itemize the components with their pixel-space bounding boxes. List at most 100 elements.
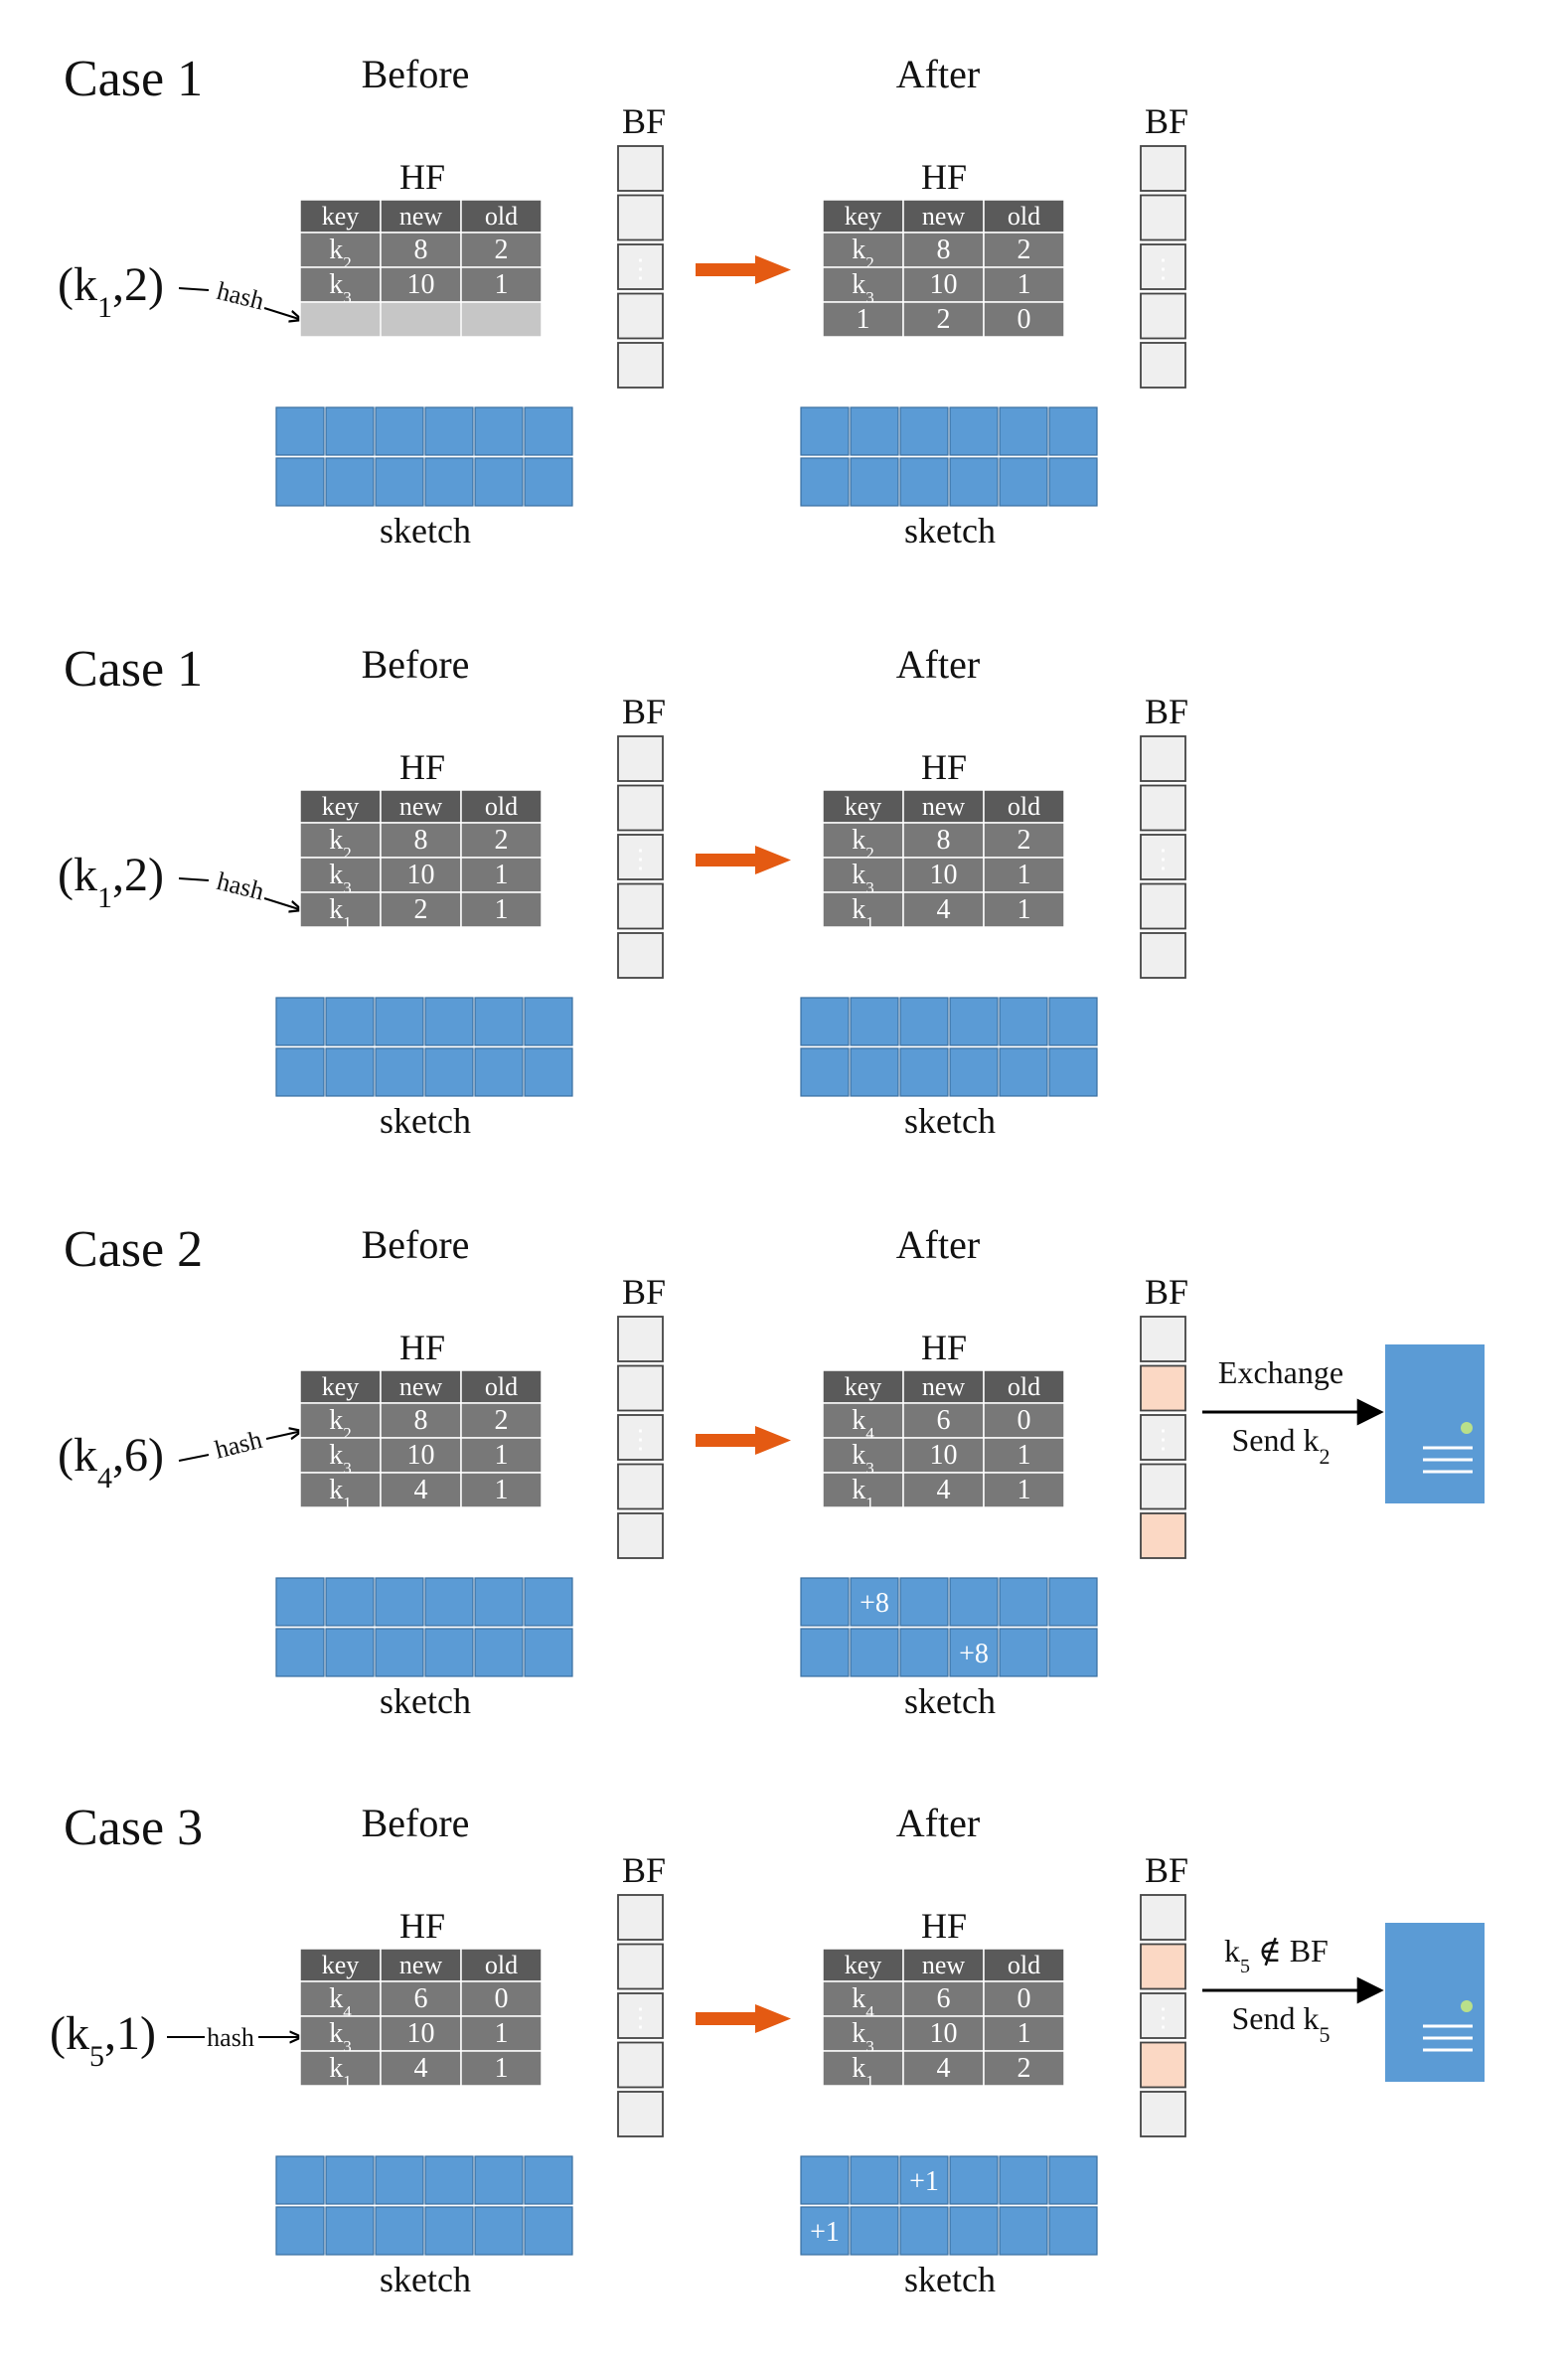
table-cell-key: k3 — [852, 860, 874, 897]
table-header-cell — [983, 1369, 1065, 1404]
table-header-old: old — [1008, 1951, 1040, 1979]
table-cell — [299, 2015, 382, 2052]
table-cell — [983, 1472, 1065, 1508]
table-cell-new: 10 — [407, 269, 435, 300]
table-cell-key: k1 — [852, 2053, 874, 2091]
table-cell — [983, 857, 1065, 893]
bf-cell — [1140, 784, 1186, 832]
bf-cell — [1140, 243, 1186, 290]
table-cell-key: k1 — [329, 1475, 352, 1512]
table-cell-old: 1 — [1018, 269, 1031, 300]
sketch-cell — [1048, 2155, 1098, 2205]
bf-label-after: BF — [1145, 1272, 1188, 1312]
table-cell-key: k2 — [852, 235, 874, 272]
table-cell — [902, 2050, 985, 2087]
bf-cell — [617, 784, 664, 832]
table-header-cell — [299, 199, 382, 234]
bf-label-before: BF — [622, 1272, 666, 1312]
sketch-cell — [275, 1577, 325, 1627]
bf-label-after: BF — [1145, 101, 1188, 141]
bloom-filter-after: ⋮ — [1140, 145, 1186, 389]
transition-arrow-shaft — [696, 1434, 757, 1447]
hf-label-after: HF — [921, 157, 967, 197]
sketch-cell — [424, 997, 474, 1046]
table-cell-key: k4 — [329, 1983, 352, 2021]
sketch-cell — [424, 2206, 474, 2256]
bloom-filter-before: ⋮ — [617, 145, 664, 389]
sketch-cell — [474, 997, 524, 1046]
sketch-cell — [474, 2155, 524, 2205]
message-line1: k5 ∉ BF — [1224, 1933, 1329, 1977]
bf-cell — [617, 1316, 664, 1362]
sketch-cell — [949, 2155, 999, 2205]
sketch-cell — [850, 2206, 899, 2256]
sketch-cell — [524, 1577, 573, 1627]
table-cell-new: 4 — [414, 2053, 428, 2084]
table-cell — [983, 301, 1065, 338]
sketch-cell — [899, 406, 949, 456]
table-cell — [983, 1437, 1065, 1474]
sketch-cell — [850, 2155, 899, 2205]
sketch-cell — [375, 406, 424, 456]
table-cell-old: 1 — [495, 269, 509, 300]
table-cell-old: 1 — [495, 860, 509, 890]
sketch-cell — [1048, 1047, 1098, 1097]
sketch-cell — [375, 2155, 424, 2205]
after-label: After — [896, 1801, 980, 1845]
table-header-key: key — [322, 1372, 360, 1401]
table-cell-key: k2 — [329, 825, 352, 863]
before-label: Before — [362, 52, 470, 96]
sketch-cell — [999, 2155, 1048, 2205]
sketch-cell — [1048, 1628, 1098, 1677]
table-cell-new: 4 — [937, 1475, 951, 1505]
table-cell-old: 2 — [495, 1405, 509, 1436]
bf-cell — [1140, 834, 1186, 880]
sketch-cell — [899, 1628, 949, 1677]
table-row-empty — [299, 301, 543, 338]
table-cell-old: 1 — [1018, 860, 1031, 890]
hash-arrow — [263, 307, 302, 320]
bf-ellipsis-icon: ⋮ — [628, 845, 654, 873]
sketch-label-after: sketch — [904, 1681, 996, 1721]
sketch-cell — [424, 2155, 474, 2205]
sketch-cell — [949, 1577, 999, 1627]
table-cell-old: 1 — [1018, 894, 1031, 925]
table-header-key: key — [845, 792, 882, 821]
hf-label-after: HF — [921, 747, 967, 787]
sketch-label-after: sketch — [904, 2260, 996, 2299]
sketch-cell — [375, 1577, 424, 1627]
sketch-cell — [375, 1047, 424, 1097]
table-cell-old: 1 — [1018, 1475, 1031, 1505]
hash-line — [178, 1454, 210, 1462]
sketch-cell — [999, 1628, 1048, 1677]
sketch-cell — [424, 1577, 474, 1627]
table-header-cell — [822, 1369, 904, 1404]
table-cell-new: 8 — [937, 235, 951, 265]
bf-ellipsis-icon: ⋮ — [1151, 845, 1176, 873]
table-cell-key: k3 — [852, 269, 874, 307]
bf-cell — [617, 1414, 664, 1461]
sketch-cell — [850, 406, 899, 456]
bloom-filter-after: ⋮ — [1140, 1894, 1186, 2137]
table-cell-new: 10 — [930, 269, 958, 300]
sketch-cell — [999, 2206, 1048, 2256]
sketch-cell — [474, 1577, 524, 1627]
bf-cell — [1140, 2041, 1186, 2089]
sketch-cell — [899, 2206, 949, 2256]
sketch-cell — [275, 2206, 325, 2256]
bf-cell — [617, 735, 664, 782]
bf-cell — [1140, 1463, 1186, 1510]
sketch-cell — [375, 1628, 424, 1677]
table-header-cell — [902, 1948, 985, 1982]
sketch-cell — [325, 1628, 375, 1677]
bf-cell — [1140, 1894, 1186, 1941]
table-cell — [822, 1402, 904, 1439]
table-cell-new: 4 — [937, 894, 951, 925]
sketch-cell — [999, 997, 1048, 1046]
input-pair: (k5,1)hash — [50, 2007, 302, 2073]
table-header-old: old — [1008, 202, 1040, 231]
bf-cell — [1140, 882, 1186, 930]
